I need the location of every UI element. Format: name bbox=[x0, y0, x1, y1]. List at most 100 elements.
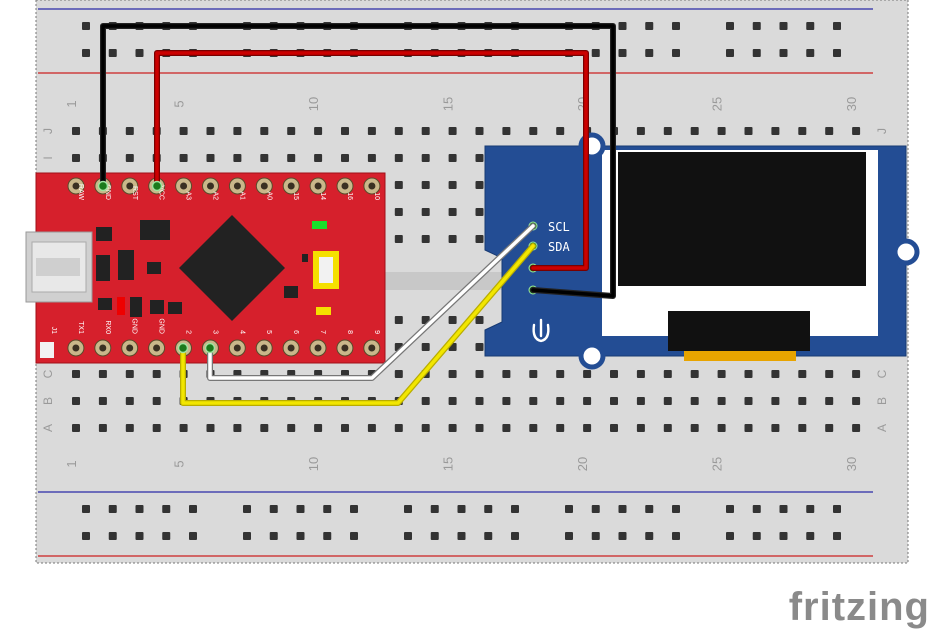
breadboard-hole bbox=[287, 424, 296, 432]
column-number: 30 bbox=[844, 457, 859, 471]
breadboard-hole bbox=[421, 208, 430, 216]
seeed-logo-icon bbox=[532, 318, 550, 343]
breadboard-hole bbox=[752, 532, 761, 540]
breadboard-hole bbox=[350, 532, 358, 540]
breadboard-hole bbox=[421, 397, 430, 405]
breadboard-hole bbox=[618, 532, 627, 540]
breadboard-hole bbox=[833, 49, 841, 57]
breadboard-hole bbox=[529, 127, 538, 135]
breadboard-hole bbox=[636, 370, 645, 378]
breadboard-hole bbox=[565, 505, 573, 513]
breadboard-hole bbox=[502, 127, 511, 135]
breadboard-hole bbox=[189, 505, 197, 513]
breadboard-hole bbox=[350, 505, 358, 513]
breadboard-hole bbox=[618, 49, 627, 57]
breadboard-hole bbox=[798, 127, 807, 135]
breadboard-hole bbox=[663, 370, 672, 378]
breadboard-hole bbox=[314, 127, 323, 135]
fritzing-logo: fritzing bbox=[789, 585, 930, 629]
pin-label: 2 bbox=[185, 330, 192, 334]
breadboard-hole bbox=[752, 22, 761, 30]
oled-ribbon bbox=[668, 311, 810, 351]
breadboard-hole bbox=[421, 235, 430, 243]
wire-scl bbox=[207, 223, 536, 381]
breadboard-hole bbox=[135, 505, 144, 513]
breadboard-hole bbox=[744, 370, 753, 378]
pin-label: GND bbox=[104, 184, 111, 200]
breadboard-hole bbox=[72, 370, 80, 378]
pin-label: VCC bbox=[158, 185, 165, 200]
breadboard-hole bbox=[404, 505, 412, 513]
breadboard-hole bbox=[529, 370, 538, 378]
breadboard-hole bbox=[394, 181, 403, 189]
mount-hole bbox=[892, 238, 920, 266]
breadboard-hole bbox=[645, 22, 654, 30]
pin-label: 3 bbox=[211, 330, 218, 334]
breadboard-hole bbox=[806, 22, 815, 30]
breadboard-hole bbox=[690, 370, 699, 378]
breadboard-hole bbox=[672, 532, 680, 540]
breadboard-hole bbox=[394, 235, 403, 243]
breadboard-hole bbox=[645, 49, 654, 57]
breadboard-hole bbox=[556, 397, 565, 405]
header-pin-hole bbox=[260, 182, 268, 190]
breadboard-hole bbox=[690, 127, 699, 135]
breadboard-hole bbox=[189, 532, 197, 540]
breadboard-hole bbox=[806, 505, 815, 513]
breadboard-hole bbox=[457, 505, 466, 513]
breadboard-hole bbox=[475, 424, 484, 432]
breadboard-hole bbox=[179, 127, 188, 135]
breadboard-hole bbox=[72, 397, 80, 405]
pin-label: GND bbox=[131, 318, 138, 334]
breadboard-hole bbox=[162, 505, 171, 513]
header-pin-hole bbox=[126, 344, 134, 352]
breadboard-hole bbox=[233, 424, 242, 432]
breadboard-hole bbox=[744, 127, 753, 135]
breadboard-hole bbox=[645, 505, 654, 513]
row-letter: B bbox=[41, 397, 55, 405]
pin-label: 6 bbox=[292, 330, 299, 334]
breadboard-hole bbox=[475, 181, 484, 189]
header-pin-hole bbox=[314, 344, 322, 352]
column-number: 30 bbox=[844, 97, 859, 111]
breadboard-hole bbox=[243, 505, 251, 513]
breadboard-hole bbox=[852, 370, 861, 378]
wires bbox=[97, 23, 616, 406]
pin-label: 5 bbox=[265, 330, 272, 334]
pin-label: GND bbox=[158, 318, 165, 334]
header-pin-hole bbox=[180, 182, 188, 190]
breadboard-hole bbox=[726, 532, 734, 540]
breadboard-hole bbox=[565, 532, 573, 540]
breadboard-hole bbox=[833, 532, 841, 540]
header-pin-hole bbox=[287, 344, 295, 352]
breadboard-hole bbox=[448, 127, 457, 135]
breadboard-hole bbox=[779, 505, 788, 513]
pin-label: 7 bbox=[319, 330, 326, 334]
row-letter: A bbox=[875, 424, 889, 432]
header-pin-hole bbox=[368, 344, 376, 352]
breadboard-hole bbox=[135, 532, 144, 540]
breadboard-hole bbox=[135, 49, 144, 57]
pin-label: 8 bbox=[346, 330, 353, 334]
breadboard-hole bbox=[484, 532, 493, 540]
pin-label: RAW bbox=[77, 184, 84, 200]
breadboard-hole bbox=[511, 532, 519, 540]
breadboard-hole bbox=[618, 22, 627, 30]
breadboard-hole bbox=[833, 22, 841, 30]
breadboard-hole bbox=[556, 424, 565, 432]
breadboard-hole bbox=[287, 127, 296, 135]
header-pin-hole bbox=[153, 344, 161, 352]
breadboard-hole bbox=[98, 397, 107, 405]
breadboard-hole bbox=[448, 208, 457, 216]
breadboard-hole bbox=[108, 505, 117, 513]
row-letter: C bbox=[41, 369, 55, 378]
breadboard-hole bbox=[663, 424, 672, 432]
breadboard-hole bbox=[726, 22, 734, 30]
pin-label: J1 bbox=[50, 327, 57, 335]
breadboard-hole bbox=[314, 154, 323, 162]
breadboard-hole bbox=[475, 316, 484, 324]
breadboard-hole bbox=[610, 424, 618, 432]
breadboard-hole bbox=[152, 424, 161, 432]
